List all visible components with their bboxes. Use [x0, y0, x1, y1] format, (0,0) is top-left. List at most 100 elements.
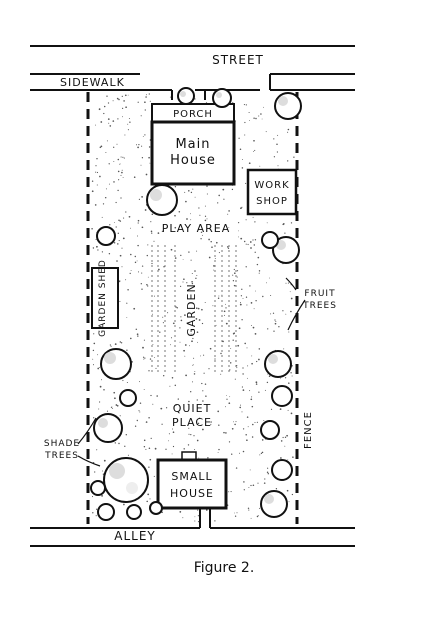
stipple-dot [220, 373, 222, 375]
tree-icon [119, 389, 137, 407]
stipple-dot [264, 478, 266, 480]
stipple-dot [149, 458, 152, 461]
stipple-dot [148, 146, 151, 148]
stipple-dot [137, 222, 139, 224]
stipple-dot [242, 450, 245, 453]
stipple-dot [138, 410, 140, 412]
stipple-dot [288, 382, 290, 384]
stipple-dot [141, 157, 144, 159]
stipple-dot [191, 272, 193, 275]
stipple-dot [249, 241, 252, 243]
stipple-dot [234, 512, 236, 514]
garden-shed-label: GARDEN SHED [98, 259, 108, 337]
stipple-dot [180, 254, 182, 257]
stipple-dot [163, 375, 165, 377]
stipple-dot [217, 297, 220, 300]
tree-icon [271, 385, 293, 407]
stipple-dot [184, 355, 186, 357]
stipple-dot [236, 367, 238, 369]
stipple-dot [252, 216, 254, 218]
stipple-dot [103, 112, 105, 115]
stipple-dot [147, 285, 149, 287]
stipple-dot [107, 118, 110, 120]
stipple-dot [238, 137, 240, 139]
stipple-dot [133, 307, 136, 310]
stipple-dot [149, 162, 151, 164]
stipple-dot [254, 290, 256, 292]
stipple-dot [214, 358, 216, 360]
stipple-dot [129, 121, 131, 123]
stipple-dot [142, 346, 144, 349]
stipple-dot [261, 451, 264, 454]
stipple-dot [255, 383, 258, 385]
stipple-dot [206, 185, 208, 187]
stipple-dot [251, 362, 253, 365]
stipple-dot [257, 256, 260, 259]
alley-lines [30, 508, 355, 547]
stipple-dot [105, 188, 107, 190]
stipple-dot [93, 417, 95, 419]
stipple-dot [225, 307, 227, 309]
stipple-dot [243, 481, 245, 483]
stipple-dot [237, 344, 240, 347]
stipple-dot [258, 272, 260, 274]
stipple-dot [272, 312, 275, 314]
stipple-dot [262, 295, 264, 298]
stipple-dot [188, 433, 190, 435]
stipple-dot [150, 437, 152, 440]
stipple-dot [241, 411, 243, 413]
stipple-dot [273, 330, 275, 332]
stipple-dot [275, 320, 277, 322]
stipple-dot [223, 198, 225, 200]
stipple-dot [255, 117, 257, 120]
stipple-dot [162, 322, 164, 324]
stipple-dot [134, 425, 137, 427]
stipple-dot [190, 219, 192, 221]
stipple-dot [241, 319, 243, 321]
stipple-dot [180, 319, 183, 322]
stipple-dot [174, 185, 177, 188]
stipple-dot [259, 454, 261, 456]
stipple-dot [250, 247, 252, 249]
stipple-dot [250, 302, 253, 304]
stipple-dot [109, 224, 111, 226]
tree-icon [126, 504, 142, 520]
stipple-dot [206, 218, 208, 220]
stipple-dot [100, 145, 103, 148]
stipple-dot [245, 243, 247, 245]
stipple-dot [108, 183, 110, 185]
stipple-dot [105, 152, 107, 153]
stipple-dot [197, 515, 200, 517]
stipple-dot [113, 222, 115, 223]
stipple-dot [143, 339, 145, 341]
stipple-dot [253, 244, 256, 246]
stipple-dot [96, 245, 98, 248]
stipple-dot [267, 328, 269, 330]
stipple-dot [115, 404, 118, 406]
stipple-dot [218, 252, 220, 254]
stipple-dot [128, 215, 131, 218]
stipple-dot [175, 404, 177, 406]
stipple-dot [266, 222, 268, 224]
stipple-dot [156, 395, 159, 397]
stipple-dot [147, 244, 149, 246]
fruit-trees-label-line1: FRUIT [304, 289, 335, 299]
stipple-dot [121, 171, 123, 174]
stipple-dot [226, 246, 229, 248]
stipple-dot [258, 514, 260, 516]
stipple-dot [194, 270, 196, 272]
stipple-dot [182, 517, 184, 519]
stipple-dot [237, 230, 239, 232]
stipple-dot [204, 383, 207, 385]
stipple-dot [119, 300, 121, 302]
stipple-dot [136, 333, 139, 336]
stipple-dot [208, 256, 211, 259]
stipple-dot [228, 227, 230, 228]
stipple-dot [168, 440, 169, 442]
stipple-dot [213, 265, 215, 267]
stipple-dot [232, 274, 234, 276]
stipple-dot [190, 213, 191, 215]
stipple-dot [252, 326, 255, 329]
stipple-dot [116, 97, 119, 100]
